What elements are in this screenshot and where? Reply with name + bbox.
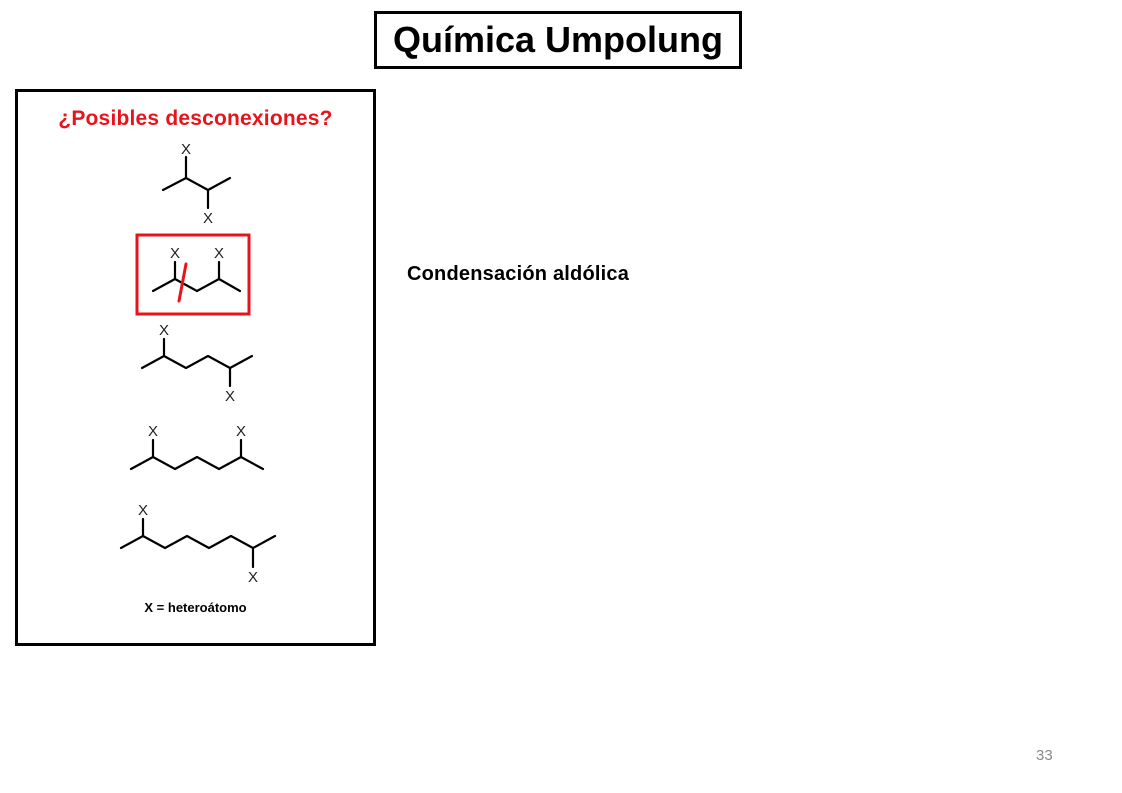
atom-label: X xyxy=(225,388,235,405)
atom-label: X xyxy=(214,245,224,262)
structure-1-2-dioxygenated xyxy=(161,155,232,210)
structure-1-3-dioxygenated xyxy=(151,260,242,293)
page-number: 33 xyxy=(1036,747,1053,764)
atom-label: X xyxy=(203,210,213,227)
reaction-label: Condensación aldólica xyxy=(407,263,630,285)
atom-label: X xyxy=(181,141,191,158)
structure-1-4-dioxygenated xyxy=(140,337,254,388)
atom-label: X xyxy=(248,569,258,586)
disconnection-mark xyxy=(177,262,188,303)
highlight-box xyxy=(135,233,251,316)
structure-1-6-dioxygenated xyxy=(119,517,277,569)
atom-label: X xyxy=(159,322,169,339)
panel-heading: ¿Posibles desconexiones? xyxy=(58,107,333,130)
atom-label: X xyxy=(236,423,246,440)
atom-label: X xyxy=(148,423,158,440)
atom-label: X xyxy=(170,245,180,262)
structure-1-5-dioxygenated xyxy=(129,438,265,471)
structures-diagram: X X X X X X X X X X xyxy=(119,141,277,586)
disconnections-panel: ¿Posibles desconexiones? xyxy=(15,89,376,646)
heteroatom-legend: X = heteroátomo xyxy=(144,600,247,615)
slide-title-box: Química Umpolung xyxy=(374,11,742,69)
atom-label: X xyxy=(138,502,148,519)
slide-title: Química Umpolung xyxy=(392,19,723,60)
